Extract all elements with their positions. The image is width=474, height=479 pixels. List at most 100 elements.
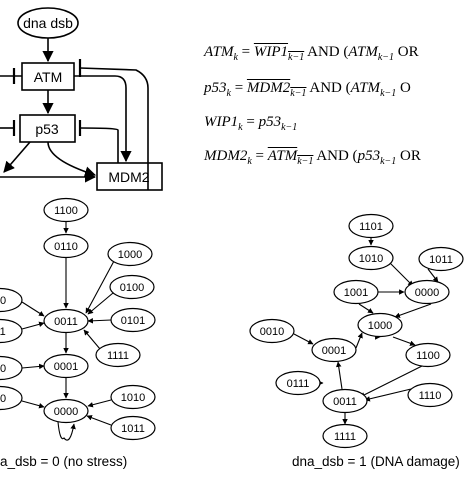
state-transition — [21, 321, 45, 330]
equation-wip1: WIP1k = p53k−1 — [204, 114, 297, 133]
equation-term: ATM — [350, 80, 381, 96]
state-node — [405, 342, 451, 368]
equation-term: k−1 — [281, 122, 298, 133]
state-node — [0, 385, 23, 411]
equation-term: AND ( — [313, 148, 358, 164]
state-node — [95, 342, 141, 368]
state-label: 1010 — [359, 253, 383, 265]
state-transition — [394, 303, 432, 318]
state-transition — [358, 303, 374, 314]
equation-mdm2: MDM2k = ATMk−1 AND (p53k−1 OR — [204, 148, 421, 167]
label-dna-dsb: dna dsb — [23, 15, 73, 31]
equation-lhs: MDM2 — [204, 148, 248, 164]
state-node — [43, 197, 89, 223]
equation-term: WIP1 — [253, 44, 289, 60]
state-graph-nodes: 1100011010000100101100110101111110000110… — [0, 197, 464, 449]
state-transition — [85, 260, 115, 314]
equals-sign: = — [230, 80, 247, 96]
state-node — [418, 246, 464, 272]
caption-left: a_dsb = 0 (no stress) — [0, 454, 128, 469]
equation-term: ATM — [267, 148, 298, 164]
label-atm: ATM — [34, 69, 63, 85]
equation-lhs: p53 — [204, 80, 227, 96]
node-p53 — [19, 114, 76, 143]
state-label: 10 — [0, 295, 6, 307]
state-transition — [87, 318, 112, 324]
node-mdm2 — [96, 162, 163, 191]
equation-p53: p53k = MDM2k−1 AND (ATMk−1 O — [204, 80, 411, 99]
label-mdm2: MDM2 — [108, 169, 149, 185]
self-loop — [57, 421, 76, 441]
equation-lhs-subscript: k — [233, 52, 238, 63]
state-label: 1010 — [121, 392, 145, 404]
equation-term: k−1 — [290, 88, 307, 99]
state-transition — [355, 332, 363, 349]
state-label: 1000 — [118, 249, 142, 261]
state-transition — [336, 361, 343, 390]
equation-term: k−1 — [380, 88, 397, 99]
state-graph-edges — [21, 222, 439, 441]
state-node — [404, 279, 450, 305]
state-transition — [87, 292, 114, 315]
state-node — [0, 318, 23, 344]
state-label: 1100 — [54, 205, 78, 217]
state-label: 1110 — [419, 390, 442, 402]
state-label: 0111 — [287, 378, 310, 390]
edge-p53-mdm2 — [47, 141, 97, 178]
label-p53: p53 — [35, 121, 59, 137]
equation-term: O — [396, 80, 411, 96]
state-node — [109, 274, 155, 300]
equation-term: MDM2 — [246, 80, 291, 96]
equation-lhs-subscript: k — [238, 122, 243, 133]
state-label: 0110 — [54, 241, 78, 253]
state-node — [322, 388, 368, 414]
state-transition — [389, 262, 414, 287]
state-label: 0010 — [260, 326, 284, 338]
equation-term: k−1 — [288, 52, 305, 63]
state-label: 1101 — [359, 221, 383, 233]
state-transition — [364, 388, 412, 402]
equals-sign: = — [237, 44, 254, 60]
state-label: 1001 — [344, 287, 368, 299]
state-node — [407, 382, 453, 408]
state-label: 0100 — [120, 282, 144, 294]
state-node — [357, 312, 403, 338]
state-transition — [392, 336, 416, 346]
state-label: 0001 — [322, 345, 346, 357]
edge-mdm2-atm-inhibit — [79, 67, 149, 190]
equation-term: AND ( — [304, 44, 349, 60]
state-label: 1100 — [416, 350, 440, 362]
state-label: 0001 — [54, 361, 78, 373]
edge-p53-wip1 — [3, 141, 31, 173]
state-node — [348, 213, 394, 239]
state-node — [43, 398, 89, 424]
equation-term: ATM — [348, 44, 378, 60]
equation-term: p53 — [357, 148, 381, 164]
equals-sign: = — [251, 148, 268, 164]
equation-term: OR — [394, 44, 419, 60]
state-label: 0101 — [121, 315, 145, 327]
state-label: 1000 — [368, 320, 392, 332]
state-node — [322, 423, 368, 449]
equals-sign: = — [242, 114, 259, 130]
state-node — [43, 353, 89, 379]
state-label: 1111 — [334, 431, 356, 443]
state-label: 0011 — [54, 316, 78, 328]
equation-term: k−1 — [297, 156, 314, 167]
equation-term: AND ( — [306, 80, 351, 96]
node-atm — [21, 62, 75, 91]
state-label: 0011 — [333, 396, 357, 408]
state-label: 0000 — [415, 287, 439, 299]
state-label: 1011 — [121, 423, 145, 435]
state-transition — [21, 363, 45, 370]
state-label: 10 — [0, 363, 6, 375]
state-node — [333, 279, 379, 305]
state-transition — [427, 268, 439, 283]
state-transition — [86, 415, 112, 426]
state-node — [107, 241, 153, 267]
state-label: 0000 — [54, 406, 78, 418]
equation-atm: ATMk = WIP1k−1 AND (ATMk−1 OR — [204, 44, 419, 63]
state-node — [0, 355, 23, 381]
state-node — [311, 337, 357, 363]
